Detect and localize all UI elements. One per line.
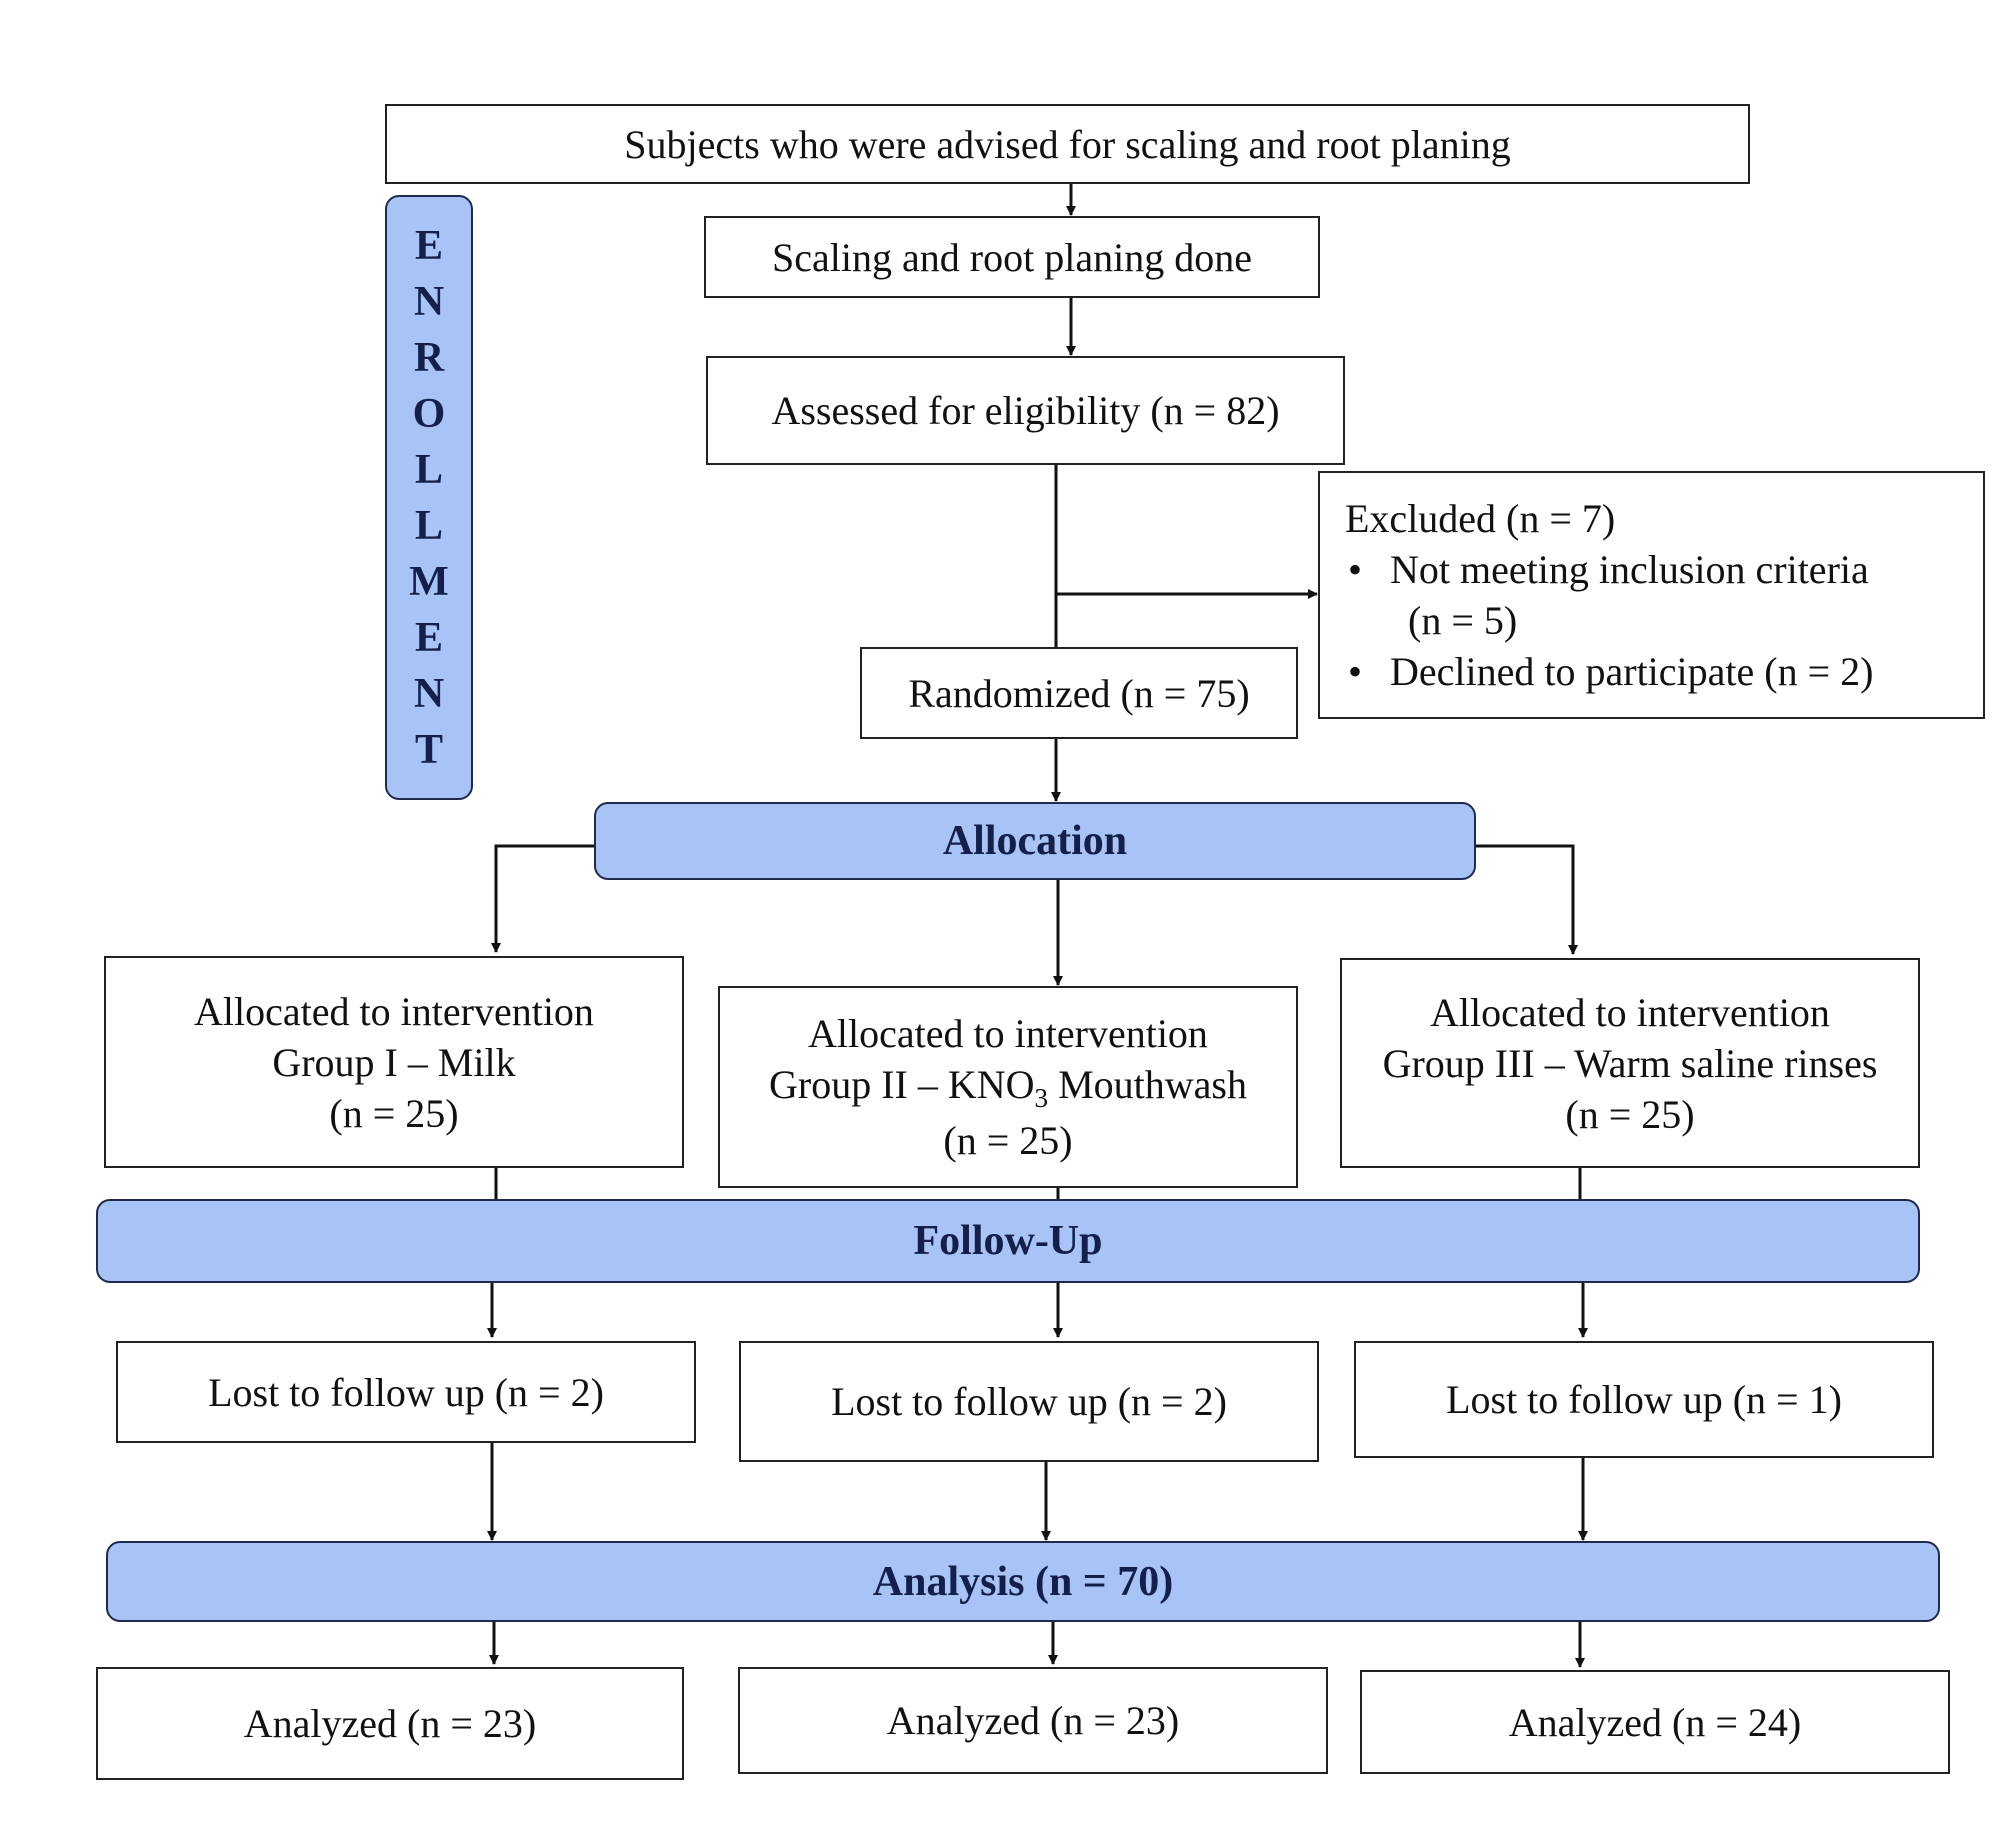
lost-text-1: Lost to follow up (n = 2) bbox=[208, 1369, 604, 1415]
group1-line1: Allocated to intervention bbox=[194, 988, 594, 1034]
randomized-text: Randomized (n = 75) bbox=[908, 670, 1250, 716]
group2-line1: Allocated to intervention bbox=[808, 1011, 1208, 1056]
analyzed-text-2: Analyzed (n = 23) bbox=[886, 1698, 1180, 1743]
assessed-text: Assessed for eligibility (n = 82) bbox=[771, 388, 1280, 433]
enrollment-letter: T bbox=[414, 726, 443, 773]
group2-line2-post: Mouthwash bbox=[1048, 1062, 1247, 1107]
follow-up-band: Follow-Up bbox=[96, 1199, 1920, 1283]
enrollment-label: E N R O L L M E N T bbox=[385, 195, 473, 800]
lost-box-2: Lost to follow up (n = 2) bbox=[739, 1341, 1319, 1462]
randomized-box: Randomized (n = 75) bbox=[860, 647, 1298, 739]
group3-box: Allocated to intervention Group III – Wa… bbox=[1340, 958, 1920, 1168]
analysis-band: Analysis (n = 70) bbox=[106, 1541, 1940, 1622]
follow-up-label: Follow-Up bbox=[913, 1218, 1103, 1264]
excluded-title: Excluded (n = 7) bbox=[1345, 496, 1616, 541]
group1-line3: (n = 25) bbox=[329, 1090, 459, 1136]
group2-line2: Group II – KNO3 Mouthwash bbox=[769, 1059, 1247, 1115]
group2-line2-subscript: 3 bbox=[1034, 1082, 1049, 1113]
group2-line3: (n = 25) bbox=[943, 1118, 1073, 1163]
enrollment-letter: N bbox=[413, 278, 445, 325]
excluded-item: • Not meeting inclusion criteria bbox=[1320, 544, 1869, 595]
srp-done-text: Scaling and root planing done bbox=[772, 234, 1252, 280]
group2-line2-pre: Group II – KNO bbox=[769, 1062, 1035, 1107]
subjects-text: Subjects who were advised for scaling an… bbox=[624, 121, 1511, 167]
group3-line1: Allocated to intervention bbox=[1430, 989, 1830, 1035]
allocation-band: Allocation bbox=[594, 802, 1476, 880]
group3-line3: (n = 25) bbox=[1565, 1091, 1695, 1137]
analysis-label: Analysis (n = 70) bbox=[872, 1558, 1174, 1605]
group3-line2: Group III – Warm saline rinses bbox=[1382, 1040, 1878, 1086]
lost-text-2: Lost to follow up (n = 2) bbox=[831, 1379, 1227, 1424]
analyzed-box-2: Analyzed (n = 23) bbox=[738, 1667, 1328, 1774]
bullet-icon: • bbox=[1347, 649, 1362, 694]
analyzed-box-1: Analyzed (n = 23) bbox=[96, 1667, 684, 1780]
lost-box-1: Lost to follow up (n = 2) bbox=[116, 1341, 696, 1443]
analyzed-text-3: Analyzed (n = 24) bbox=[1508, 1699, 1802, 1745]
enrollment-letter: O bbox=[412, 390, 446, 437]
arrow-allocation-to-group3 bbox=[1475, 844, 1578, 955]
enrollment-letter: R bbox=[413, 334, 445, 381]
group1-line2: Group I – Milk bbox=[272, 1039, 516, 1085]
subjects-box: Subjects who were advised for scaling an… bbox=[385, 104, 1750, 184]
srp-done-box: Scaling and root planing done bbox=[704, 216, 1320, 298]
excluded-item-count: (n = 5) bbox=[1408, 598, 1518, 643]
enrollment-letter: E bbox=[414, 222, 443, 269]
arrow-allocation-to-group1 bbox=[491, 844, 596, 953]
lost-text-3: Lost to follow up (n = 1) bbox=[1446, 1377, 1842, 1422]
enrollment-letter: N bbox=[413, 670, 445, 717]
group2-box: Allocated to intervention Group II – KNO… bbox=[718, 986, 1298, 1188]
enrollment-letter: L bbox=[414, 502, 443, 549]
assessed-box: Assessed for eligibility (n = 82) bbox=[706, 356, 1345, 465]
lost-box-3: Lost to follow up (n = 1) bbox=[1354, 1341, 1934, 1458]
group1-box: Allocated to intervention Group I – Milk… bbox=[104, 956, 684, 1168]
excluded-box: Excluded (n = 7) • Not meeting inclusion… bbox=[1318, 471, 1985, 719]
allocation-label: Allocation bbox=[942, 818, 1128, 864]
analyzed-text-1: Analyzed (n = 23) bbox=[243, 1701, 537, 1746]
enrollment-letter: M bbox=[409, 558, 449, 605]
enrollment-letter: E bbox=[414, 614, 443, 661]
excluded-item-text: Declined to participate (n = 2) bbox=[1390, 649, 1874, 694]
enrollment-letter: L bbox=[414, 446, 443, 493]
bullet-icon: • bbox=[1347, 547, 1362, 592]
excluded-item-text: Not meeting inclusion criteria bbox=[1390, 547, 1869, 592]
analyzed-box-3: Analyzed (n = 24) bbox=[1360, 1670, 1950, 1774]
excluded-item: • Declined to participate (n = 2) bbox=[1320, 646, 1874, 697]
